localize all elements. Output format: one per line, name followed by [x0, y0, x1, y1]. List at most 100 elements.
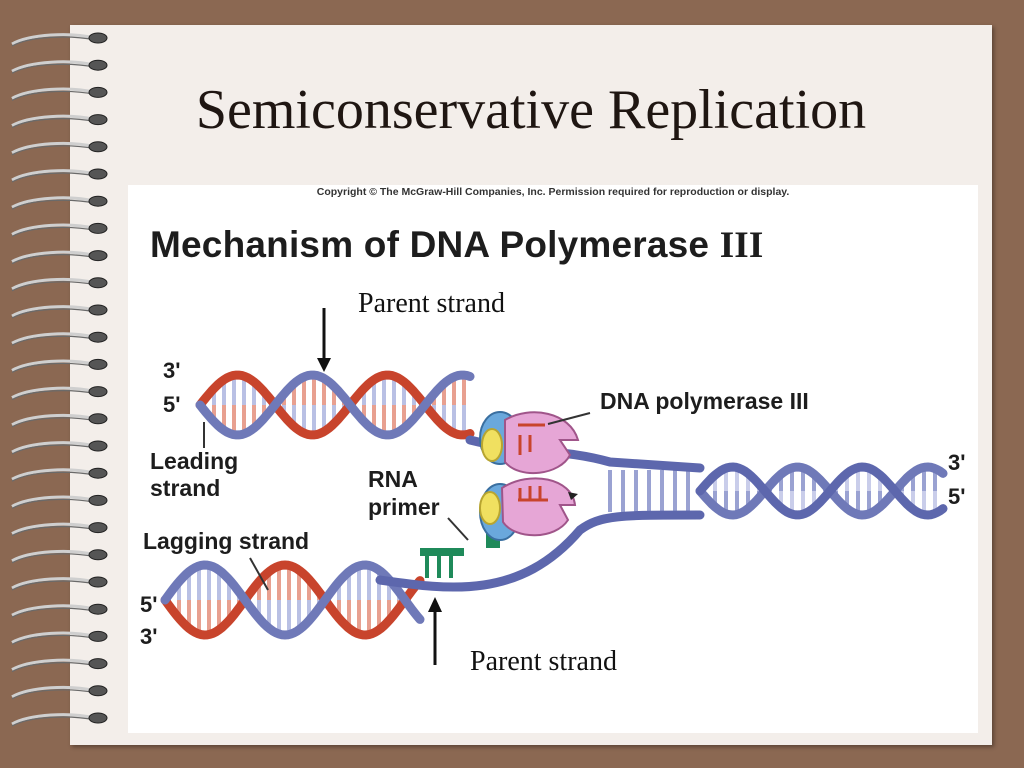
spiral-ring — [11, 495, 96, 508]
figure-title-main: Mechanism of DNA Polymerase — [150, 224, 720, 265]
top-parent-strand — [195, 370, 475, 440]
spiral-ring — [11, 305, 96, 318]
bottom-left-5-prime: 5' — [140, 592, 158, 617]
binding-hole — [88, 114, 108, 126]
rna-primer-label-line1: RNA — [368, 466, 418, 492]
binding-hole — [88, 195, 108, 207]
binding-hole — [88, 222, 108, 234]
rna-primer-base — [425, 556, 429, 578]
bottom-left-3-prime: 3' — [140, 624, 158, 649]
parent-strand-label-top: Parent strand — [358, 288, 505, 319]
binding-hole — [88, 467, 108, 479]
top-left-5-prime: 5' — [163, 392, 181, 417]
spiral-ring-shadow — [11, 662, 96, 673]
binding-hole — [88, 549, 108, 561]
binding-hole — [88, 386, 108, 398]
parent-strand-label-bottom: Parent strand — [470, 646, 617, 677]
right-helix-strand-b — [695, 462, 948, 520]
spiral-ring-shadow — [11, 90, 96, 101]
polymerase-leader-line — [547, 412, 591, 425]
spiral-ring — [11, 631, 96, 644]
top-left-3-prime: 3' — [163, 358, 181, 383]
spiral-ring — [11, 441, 96, 454]
right-3-prime: 3' — [948, 450, 966, 475]
spiral-ring-shadow — [11, 172, 96, 183]
spiral-ring-shadow — [11, 553, 96, 564]
fork-lower-strand — [375, 510, 705, 592]
spiral-ring — [11, 713, 96, 726]
right-5-prime: 5' — [948, 484, 966, 509]
binding-hole — [88, 331, 108, 343]
spiral-ring-shadow — [11, 716, 96, 727]
spiral-ring — [11, 468, 96, 481]
spiral-ring — [11, 196, 96, 209]
spiral-ring — [11, 223, 96, 236]
spiral-ring — [11, 359, 96, 372]
lagging-new-strand — [160, 560, 425, 640]
figure-title-roman: III — [719, 225, 764, 266]
leading-label-line1: Leading — [150, 448, 239, 474]
copyright-notice: Copyright © The McGraw-Hill Companies, I… — [316, 186, 790, 198]
leading-label-line2: strand — [150, 475, 221, 501]
binding-hole — [88, 86, 108, 98]
slide-title: Semiconservative Replication — [195, 79, 867, 141]
rna-primer-segment — [420, 548, 464, 556]
spiral-ring — [11, 33, 96, 46]
binding-hole — [88, 141, 108, 153]
dna-polymerase-label: DNA polymerase III — [600, 388, 809, 414]
rna-primer-base — [449, 556, 453, 578]
lagging-strand-label: Lagging strand — [143, 528, 310, 554]
binding-hole — [88, 712, 108, 724]
spiral-ring — [11, 250, 96, 263]
arrow-head-up — [428, 597, 442, 612]
binding-hole — [88, 440, 108, 452]
spiral-ring — [11, 169, 96, 182]
spiral-ring — [11, 386, 96, 399]
spiral-ring-shadow — [11, 308, 96, 319]
spiral-ring-shadow — [11, 63, 96, 74]
spiral-ring-shadow — [11, 444, 96, 455]
spiral-ring — [11, 332, 96, 345]
binding-hole — [88, 168, 108, 180]
spiral-ring-shadow — [11, 281, 96, 292]
spiral-ring — [11, 60, 96, 73]
replication-fork-base-pairs — [608, 470, 690, 512]
binding-hole — [88, 658, 108, 670]
spiral-ring-shadow — [11, 36, 96, 47]
binding-hole — [88, 32, 108, 44]
spiral-ring — [11, 413, 96, 427]
binding-hole — [88, 358, 108, 370]
spiral-ring-shadow — [11, 118, 96, 129]
binding-hole — [88, 304, 108, 316]
binding-hole — [88, 277, 108, 289]
spiral-ring — [11, 658, 96, 671]
rna-primer-base — [437, 556, 441, 578]
rna-primer-leader-line — [447, 517, 469, 541]
spiral-ring — [11, 277, 96, 291]
spiral-ring-shadow — [11, 226, 96, 237]
notebook-left-edge — [0, 0, 70, 768]
binding-hole — [88, 494, 108, 506]
spiral-ring — [11, 549, 96, 563]
lagging-strand-leader-line — [249, 557, 269, 591]
right-helix-strand-a — [695, 462, 948, 520]
spiral-ring-shadow — [11, 689, 96, 700]
spiral-ring-shadow — [11, 417, 96, 428]
dna-polymerase-upper — [479, 411, 580, 475]
binding-hole — [88, 630, 108, 642]
spiral-ring-shadow — [11, 362, 96, 373]
spiral-ring-shadow — [11, 607, 96, 618]
spiral-ring-shadow — [11, 254, 96, 265]
bottom-helix-base-pairs — [167, 565, 411, 635]
spiral-ring-shadow — [11, 471, 96, 482]
dna-polymerase-lower — [479, 477, 578, 541]
binding-hole — [88, 413, 108, 425]
spiral-ring-shadow — [11, 498, 96, 509]
bottom-parent-strand — [160, 560, 425, 640]
spiral-ring — [11, 87, 96, 100]
spiral-ring — [11, 114, 96, 127]
spiral-ring — [11, 522, 96, 535]
spiral-ring — [11, 604, 96, 617]
